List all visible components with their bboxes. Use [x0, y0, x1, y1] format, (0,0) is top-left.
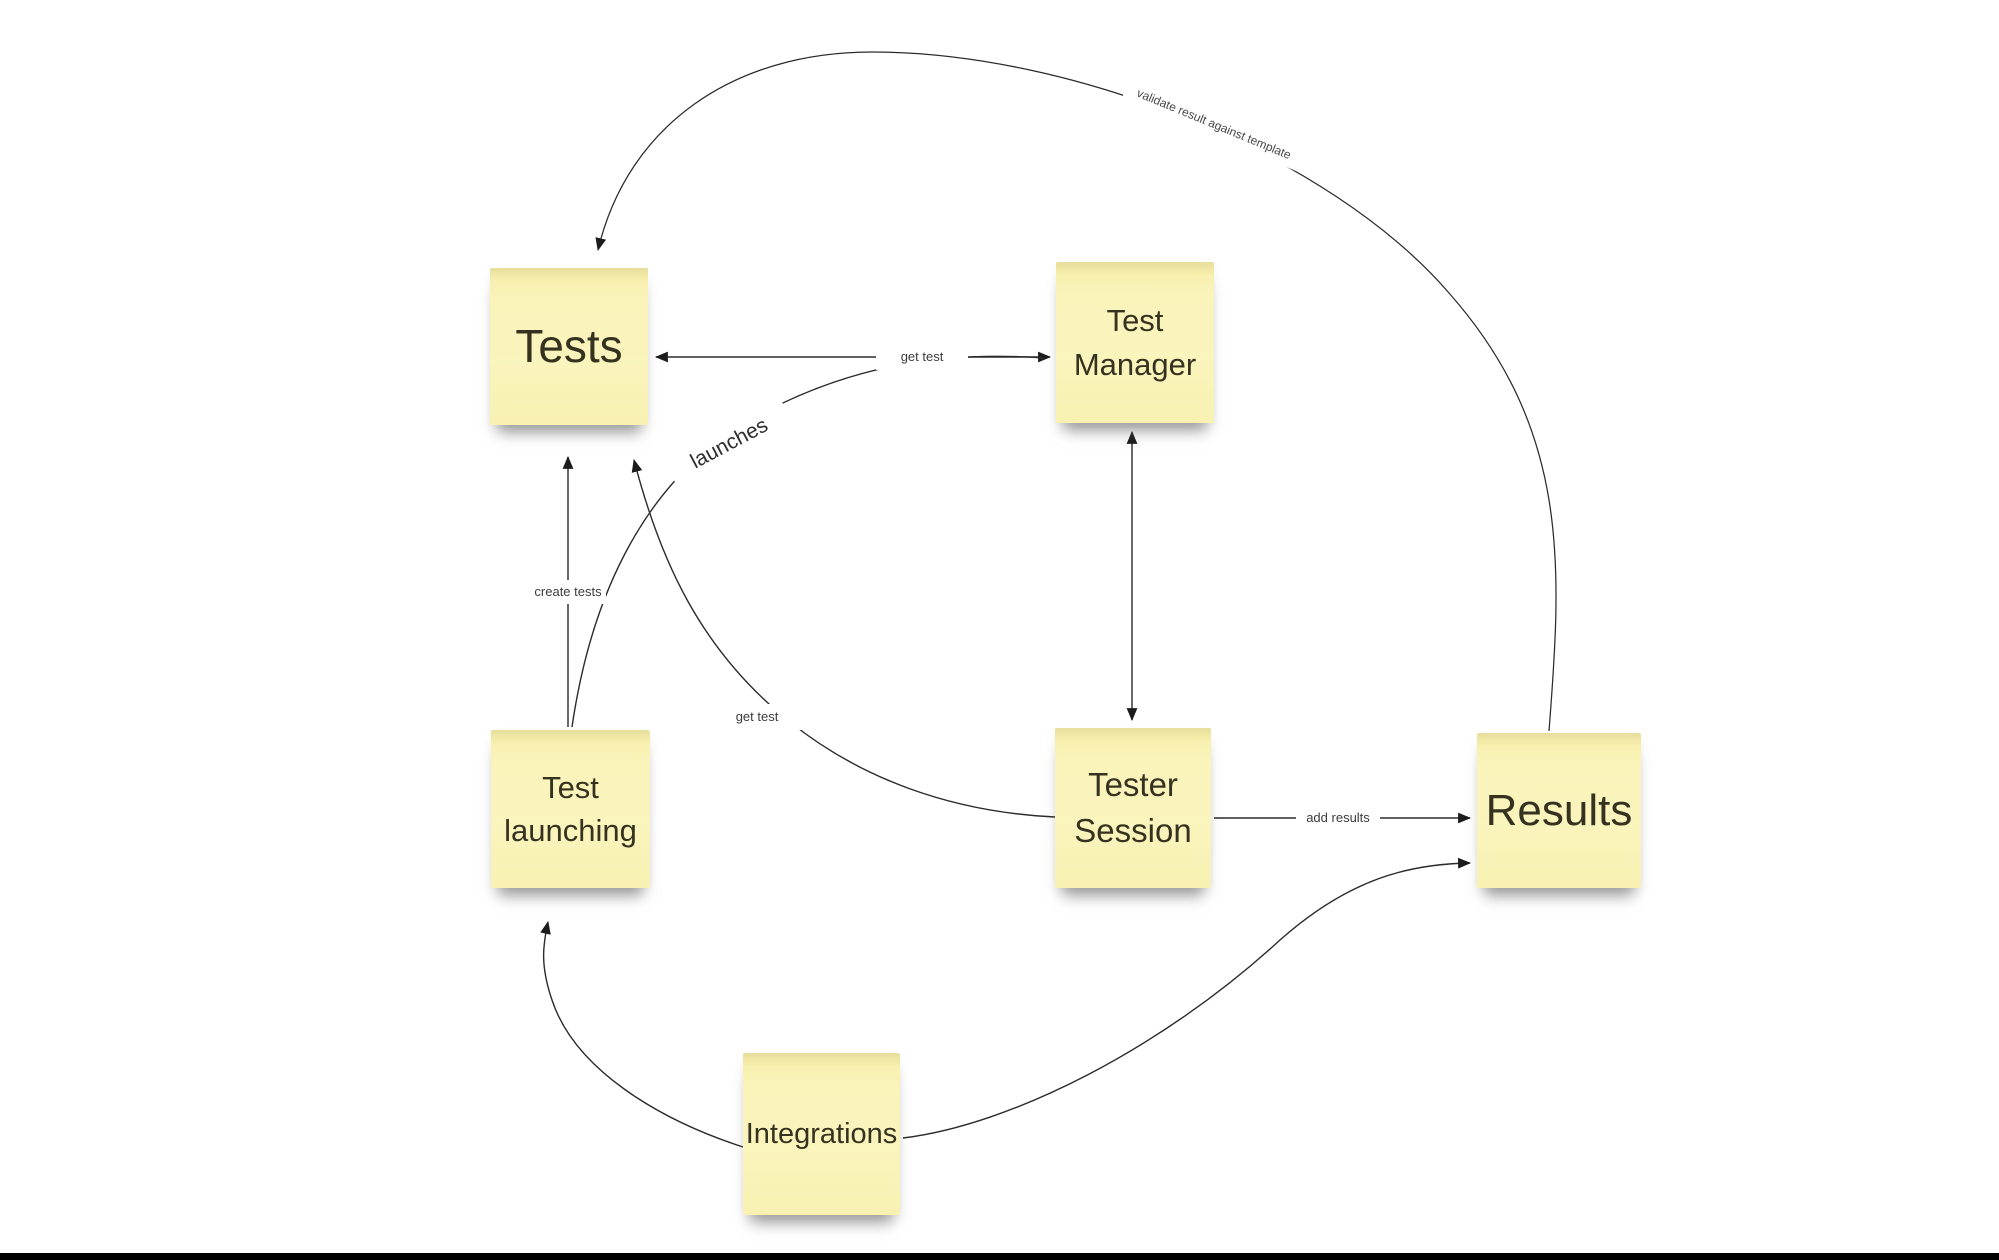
note-label-test-launching: Test launching	[504, 769, 637, 848]
bottom-bar	[0, 1253, 1999, 1260]
sticky-note-tester-session[interactable]: Tester Session	[1055, 728, 1211, 888]
note-label-test-manager: Test Manager	[1073, 303, 1197, 382]
sticky-note-tests[interactable]: Tests	[490, 268, 648, 425]
connector-label-get-test-top: get test	[901, 349, 944, 364]
label-backdrop	[1296, 805, 1380, 831]
sticky-note-test-launching[interactable]: Test launching	[491, 730, 650, 888]
connector-label-validate-group: validate result against template	[1121, 75, 1307, 172]
label-backdrop	[530, 580, 606, 604]
sticky-note-results[interactable]: Results	[1477, 733, 1641, 888]
connector-label-add-results: add results	[1306, 810, 1370, 825]
label-backdrop	[1121, 75, 1307, 172]
note-label-results: Results	[1485, 785, 1633, 835]
connector-get-test-lower[interactable]	[631, 458, 1056, 818]
connector-label-create-tests-group: create tests	[530, 580, 606, 604]
connector-label-add-results-group: add results	[1296, 805, 1380, 831]
label-backdrop	[876, 344, 968, 370]
connector-label-validate: validate result against template	[1135, 86, 1293, 162]
label-backdrop	[663, 397, 794, 487]
label-backdrop	[710, 704, 804, 730]
note-label-tester-session: Tester Session	[1074, 765, 1192, 849]
note-label-integrations: Integrations	[745, 1117, 898, 1150]
note-label-tests: Tests	[515, 320, 623, 373]
connector-integrations-launching[interactable]	[540, 920, 744, 1148]
connector-label-launches-group: launches	[663, 397, 794, 487]
connector-label-get-test-top-group: get test	[876, 344, 968, 370]
sticky-note-integrations[interactable]: Integrations	[743, 1053, 900, 1215]
connector-label-create-tests: create tests	[534, 584, 602, 599]
connector-label-get-test-lower-group: get test	[710, 704, 804, 730]
sticky-note-test-manager[interactable]: Test Manager	[1056, 262, 1214, 423]
connector-integrations-results[interactable]	[902, 857, 1472, 1139]
connector-label-get-test-lower: get test	[736, 709, 779, 724]
